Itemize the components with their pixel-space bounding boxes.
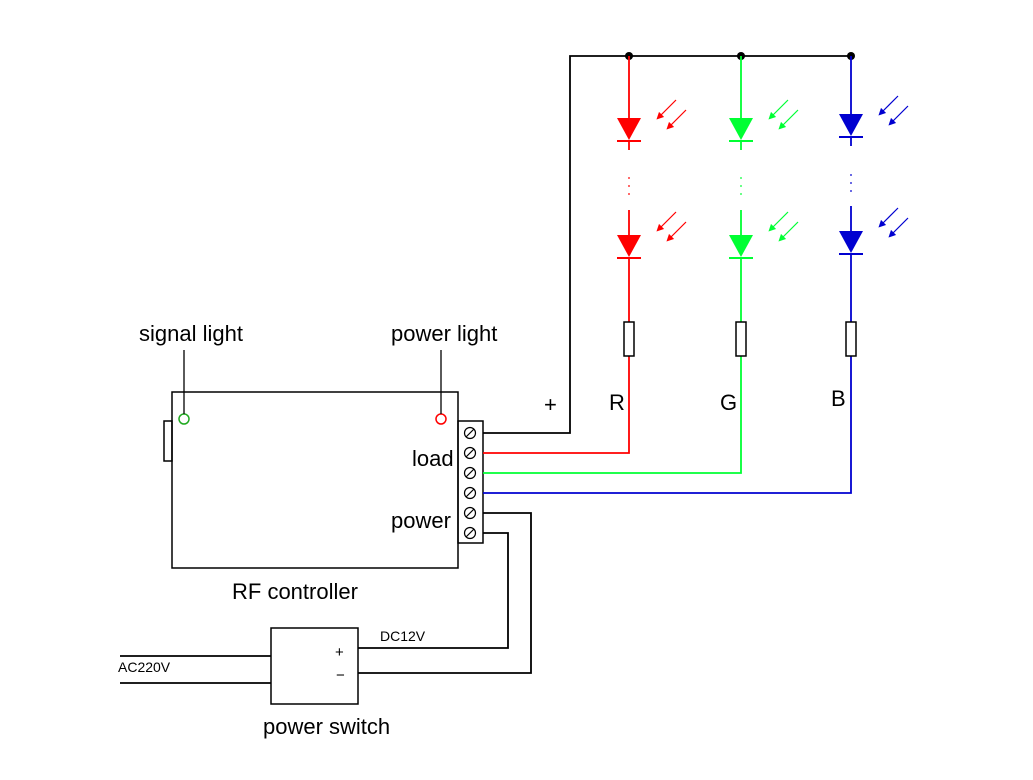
ellipsis-dots [740,177,742,195]
blue-led-string: B [831,56,909,411]
switch-minus-label: − [336,667,345,684]
rf-controller: signal light power light load power RF c… [139,321,497,604]
power-label: power [391,508,451,533]
terminal-block [457,420,484,544]
load-label: load [412,446,454,471]
led-diode-icon [617,99,687,150]
ellipsis-dots [628,177,630,195]
slashed-circle-icon [463,526,477,540]
signal-light-led [178,413,190,425]
green-channel-wire [483,356,742,474]
power-light-led [435,413,447,425]
red-led-string: R [609,56,687,415]
led-diode-icon [729,99,799,150]
ellipsis-dots [850,174,852,192]
terminal-screws [463,426,477,540]
green-led-string: G [720,56,799,415]
power-switch-body [270,627,359,705]
dc-output-label: DC12V [380,628,426,644]
slashed-circle-icon [463,446,477,460]
resistor-icon [845,321,857,357]
power-wires [120,512,532,684]
channel-b-label: B [831,386,846,411]
blue-channel-wire [483,356,852,494]
channel-r-label: R [609,390,625,415]
slashed-circle-icon [463,506,477,520]
slashed-circle-icon [463,426,477,440]
resistor-icon [623,321,635,357]
power-switch-label: power switch [263,714,390,739]
led-diode-icon [617,211,687,322]
slashed-circle-icon [463,466,477,480]
slashed-circle-icon [463,486,477,500]
power-light-label: power light [391,321,497,346]
dc-minus-wire [358,512,532,674]
ac-input-label: AC220V [118,659,171,675]
led-diode-icon [839,95,909,146]
rf-controller-body [171,391,459,569]
rf-controller-label: RF controller [232,579,358,604]
common-plus-wire [483,55,851,434]
signal-light-label: signal light [139,321,243,346]
power-switch: + − DC12V AC220V power switch [118,627,426,739]
led-diode-icon [729,211,799,322]
red-channel-wire [483,356,630,454]
resistor-icon [735,321,747,357]
antenna-tab [163,420,173,462]
channel-g-label: G [720,390,737,415]
load-wires [483,55,852,494]
dc-plus-wire [358,532,509,649]
led-diode-icon [839,207,909,322]
plus-terminal-label: + [544,392,557,417]
switch-plus-label: + [335,644,344,661]
